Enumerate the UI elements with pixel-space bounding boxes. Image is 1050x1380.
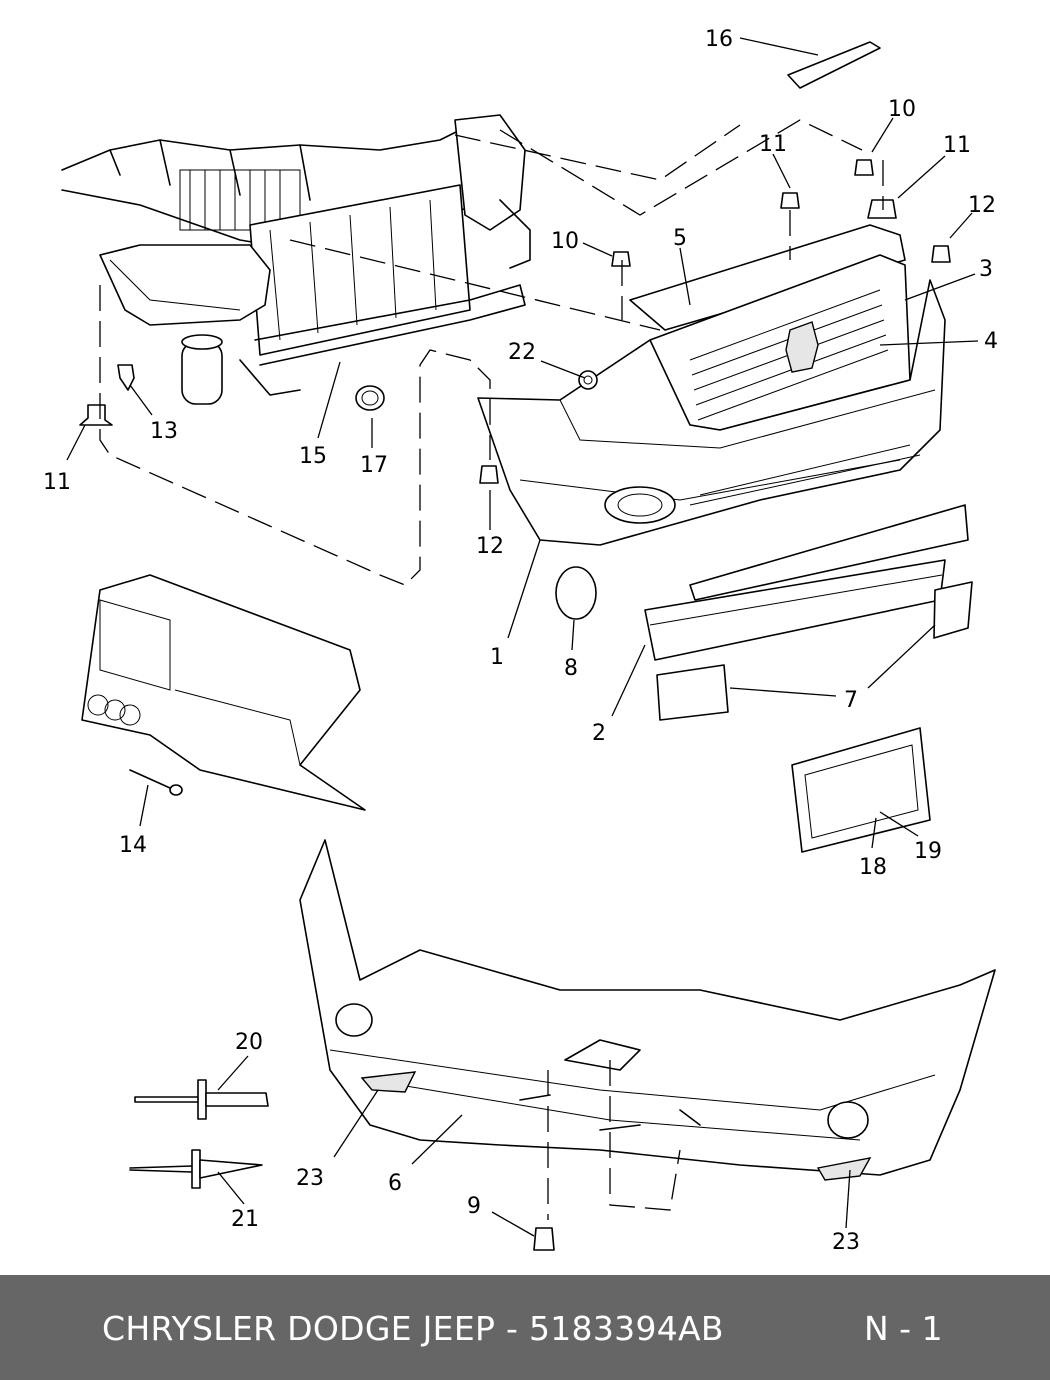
callout-11: 11 xyxy=(759,132,787,157)
callout-labels: 16 10 11 11 12 3 5 10 4 22 11 13 15 17 1… xyxy=(43,27,998,1255)
callout-4: 4 xyxy=(984,329,998,354)
energy-absorber-assembly xyxy=(644,504,973,721)
lower-fascia-assembly xyxy=(129,839,996,1251)
callout-7: 7 xyxy=(844,688,858,713)
page-indicator: N - 1 xyxy=(864,1309,943,1348)
callout-21: 21 xyxy=(231,1207,259,1232)
callout-10: 10 xyxy=(888,97,916,122)
callout-6: 6 xyxy=(388,1171,402,1196)
engine-bay-assembly xyxy=(61,114,531,426)
reference-dashed-lines xyxy=(99,119,884,1220)
callout-8: 8 xyxy=(564,656,578,681)
callout-12: 12 xyxy=(476,534,504,559)
leader-lines xyxy=(66,37,979,1237)
callout-5: 5 xyxy=(673,226,687,251)
callout-12: 12 xyxy=(968,193,996,218)
callout-11: 11 xyxy=(43,470,71,495)
callout-13: 13 xyxy=(150,419,178,444)
part-number-caption: CHRYSLER DODGE JEEP - 5183394AB xyxy=(102,1309,724,1348)
footer-bar: CHRYSLER DODGE JEEP - 5183394AB N - 1 xyxy=(0,1275,1050,1380)
callout-17: 17 xyxy=(360,453,388,478)
callout-14: 14 xyxy=(119,833,147,858)
callout-3: 3 xyxy=(979,257,993,282)
callout-15: 15 xyxy=(299,444,327,469)
callout-19: 19 xyxy=(914,839,942,864)
front-fascia-assembly xyxy=(477,41,951,620)
callout-1: 1 xyxy=(490,645,504,670)
callout-2: 2 xyxy=(592,721,606,746)
callout-9: 9 xyxy=(467,1194,481,1219)
callout-11: 11 xyxy=(943,133,971,158)
callout-22: 22 xyxy=(508,340,536,365)
callout-23: 23 xyxy=(832,1230,860,1255)
callout-10: 10 xyxy=(551,229,579,254)
parts-diagram: 16 10 11 11 12 3 5 10 4 22 11 13 15 17 1… xyxy=(43,27,998,1255)
instrument-panel-assembly xyxy=(81,574,366,811)
callout-18: 18 xyxy=(859,855,887,880)
callout-20: 20 xyxy=(235,1030,263,1055)
callout-23: 23 xyxy=(296,1166,324,1191)
callout-16: 16 xyxy=(705,27,733,52)
license-bracket-assembly xyxy=(791,727,931,853)
